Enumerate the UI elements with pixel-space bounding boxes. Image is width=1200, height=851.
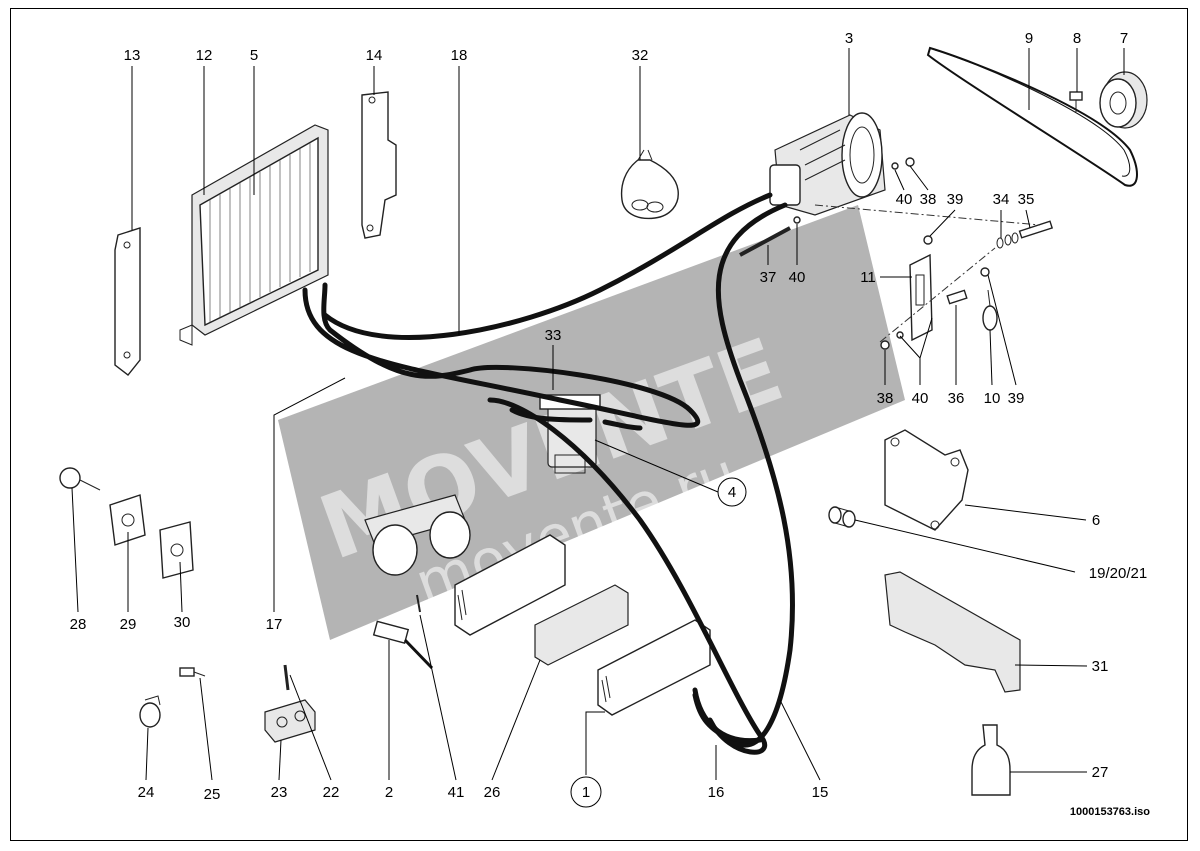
callout-30: 30 [174, 614, 191, 631]
cover-31 [884, 571, 1021, 693]
grommet-19-20-21 [828, 506, 856, 528]
callout-15: 15 [812, 784, 829, 801]
callout-7: 7 [1120, 30, 1128, 47]
heater-core-1 [597, 619, 711, 716]
callout-33: 33 [545, 327, 562, 344]
callout-17: 17 [266, 616, 283, 633]
callout-4-circle [717, 477, 747, 507]
callout-28: 28 [70, 616, 87, 633]
callout-14: 14 [366, 47, 383, 64]
callout-1-circle [570, 776, 602, 808]
callout-19-20-21: 19/20/21 [1089, 565, 1147, 582]
bracket-11 [909, 253, 933, 342]
callout-40-b: 40 [789, 269, 806, 286]
callout-32: 32 [632, 47, 649, 64]
condenser-5 [179, 124, 329, 346]
callout-4: 4 [728, 484, 736, 501]
callout-23: 23 [271, 784, 288, 801]
belt-9 [926, 46, 1138, 187]
compressor-3 [769, 112, 886, 216]
callout-39-b: 39 [1008, 390, 1025, 407]
document-id: 1000153763.iso [1070, 806, 1150, 818]
callout-2: 2 [385, 784, 393, 801]
callout-10: 10 [984, 390, 1001, 407]
fasteners [739, 157, 1054, 350]
callout-34: 34 [993, 191, 1010, 208]
callout-25: 25 [204, 786, 221, 803]
eye-bolt-10 [982, 289, 998, 331]
callout-35: 35 [1018, 191, 1035, 208]
callout-37: 37 [760, 269, 777, 286]
callout-38-a: 38 [920, 191, 937, 208]
diagram-frame [10, 8, 1188, 841]
blower-motor [364, 494, 471, 576]
callout-9: 9 [1025, 30, 1033, 47]
callout-31: 31 [1092, 658, 1109, 675]
callout-41: 41 [448, 784, 465, 801]
callouts: 13 12 5 14 18 32 3 9 8 7 40 38 39 34 35 … [70, 30, 1151, 818]
bag-32 [620, 149, 679, 220]
small-parts [59, 467, 434, 743]
callout-22: 22 [323, 784, 340, 801]
leader-lines [71, 48, 1125, 781]
callout-8: 8 [1073, 30, 1081, 47]
bracket-13 [114, 227, 141, 376]
filter-26 [534, 584, 629, 666]
pulley-7 [1099, 71, 1148, 129]
callout-24: 24 [138, 784, 155, 801]
callout-18: 18 [451, 47, 468, 64]
callout-40-a: 40 [896, 191, 913, 208]
callout-5: 5 [250, 47, 258, 64]
callout-26: 26 [484, 784, 501, 801]
callout-39-a: 39 [947, 191, 964, 208]
callout-1: 1 [582, 784, 590, 801]
callout-27: 27 [1092, 764, 1109, 781]
callout-6: 6 [1092, 512, 1100, 529]
callout-11: 11 [860, 269, 876, 286]
callout-12: 12 [196, 47, 213, 64]
bracket-14 [361, 91, 397, 239]
hoses [302, 192, 796, 755]
callout-36: 36 [948, 390, 965, 407]
bolt-8 [1069, 91, 1083, 112]
plate-6 [884, 429, 969, 531]
callout-3: 3 [845, 30, 853, 47]
callout-16: 16 [708, 784, 725, 801]
heater-core-upper [454, 534, 566, 636]
callout-29: 29 [120, 616, 137, 633]
callout-13: 13 [124, 47, 141, 64]
callout-38-b: 38 [877, 390, 894, 407]
callout-40-c: 40 [912, 390, 929, 407]
bottle-27 [971, 724, 1011, 796]
